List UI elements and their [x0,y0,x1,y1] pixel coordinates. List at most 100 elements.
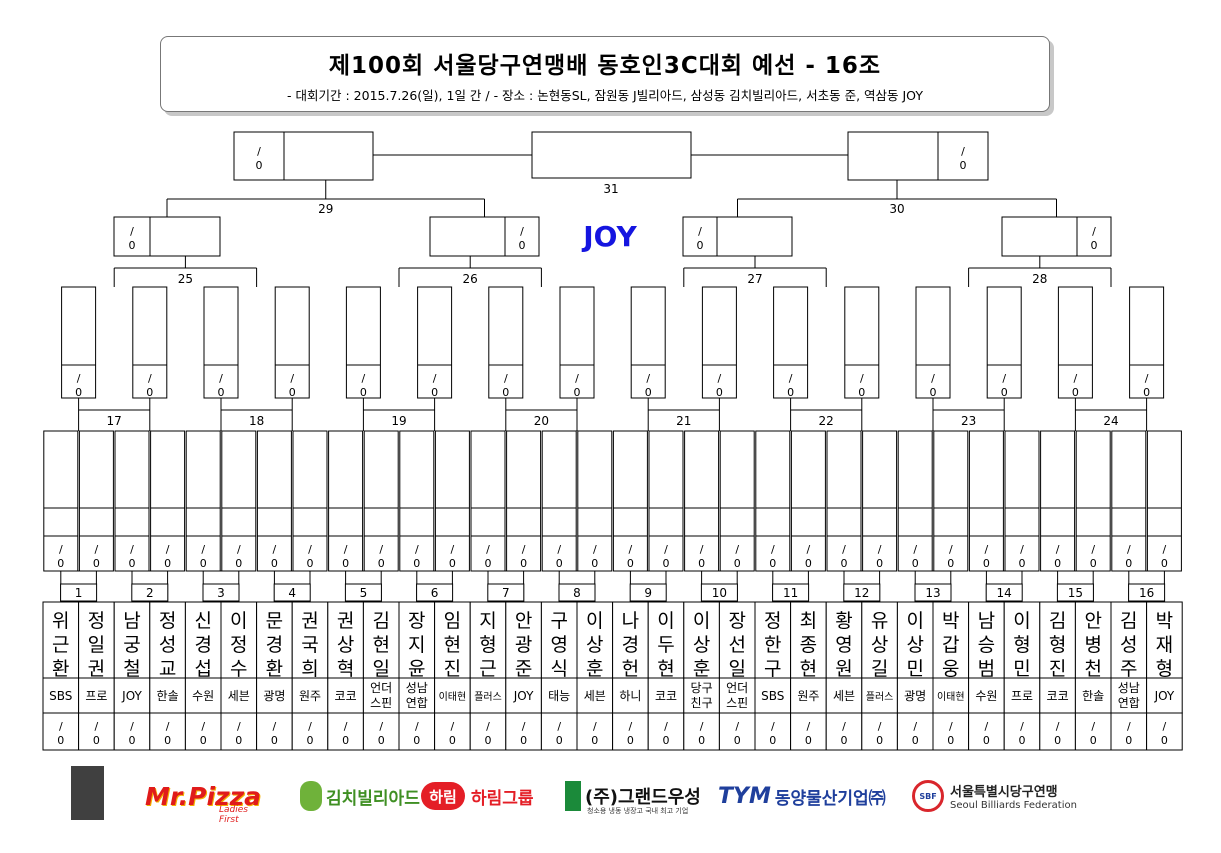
grand-woosung-icon [565,781,581,811]
player-score: 0 [413,734,420,747]
player-score-cell [78,712,115,751]
round1-score: / [735,543,739,556]
player-name: 진 [1049,658,1066,680]
tym-logo-icon: TYM [718,783,771,809]
match-number: 24 [1103,414,1118,428]
match-number-box [985,583,1023,602]
player-name-cell [149,601,186,679]
round2-score: 0 [1143,386,1150,399]
player-club: 이태현 [439,691,467,703]
match-number: 27 [747,272,762,286]
round1-score: 0 [57,557,64,570]
player-name: 천 [1084,658,1101,680]
player-score: 0 [449,734,456,747]
player-name-cell [576,601,614,679]
player-score: 0 [769,734,776,747]
match-number: 7 [502,586,510,600]
player-name: 이 [693,610,710,632]
round2-score: / [219,372,223,385]
venue-mark: JOY [583,220,637,253]
round1-score: / [415,543,419,556]
player-name-cell [896,601,934,679]
player-club: 연합 [406,696,428,710]
harim-logo-icon: 하림 [421,782,465,810]
player-score-cell [398,712,436,751]
player-name: 구 [550,610,567,632]
player-score-cell [434,712,471,751]
match-number-box [487,583,525,602]
player-club-cell [718,677,756,714]
match-number-box [843,583,881,602]
player-club-cell [1074,677,1112,714]
player-score-cell [540,712,578,751]
player-name: 근 [52,634,69,656]
player-club-cell [256,677,293,714]
round2-score: 0 [75,386,82,399]
player-score-cell [1146,712,1183,751]
match-number: 17 [107,414,122,428]
round2-score: / [789,372,793,385]
harim-logo-text: 하림그룹 [471,788,534,809]
mr-pizza-logo-text: Mr.Pizza [145,781,262,811]
player-score: / [664,720,668,733]
player-name: 헌 [622,658,639,680]
player-score: / [878,720,882,733]
player-name: 윤 [408,658,425,680]
player-name: 갑 [942,634,959,656]
player-score-cell [42,712,80,751]
player-score: / [201,720,205,733]
player-name: 최 [800,610,817,632]
player-score: / [130,720,134,733]
player-name: 민 [906,658,923,680]
sbf-name: 서울특별시당구연맹 [950,785,1058,800]
match-number-box [558,583,596,602]
player-name: 승 [978,634,995,656]
player-name-cell [1110,601,1148,679]
round2-score: / [718,372,722,385]
round2-slot [1129,286,1165,399]
round2-slot [844,286,880,399]
round3-slot [1001,216,1112,257]
kimchi-logo-text: 김치빌리아드 [326,788,420,809]
player-club: 스핀 [370,696,392,710]
player-club: JOY [1154,689,1175,703]
round2-score: / [1002,372,1006,385]
player-score: / [629,720,633,733]
round1-score: / [130,543,134,556]
player-score: 0 [1161,734,1168,747]
player-score: 0 [1125,734,1132,747]
player-name: 희 [301,658,318,680]
match-number-box [1056,583,1094,602]
title-card: 제100회 서울당구연맹배 동호인3C대회 예선 - 16조 - 대회기간 : … [160,36,1050,112]
match-number: 28 [1032,272,1047,286]
match-number: 23 [961,414,976,428]
player-name-cell [113,601,151,679]
round1-slot [292,430,328,572]
round1-score: 0 [485,557,492,570]
round1-score: 0 [164,557,171,570]
player-name: 안 [1084,610,1101,632]
round3-score: / [520,225,524,238]
round1-score: / [522,543,526,556]
round3-score: 0 [129,239,136,252]
player-name: 현 [800,658,817,680]
match-number-box [131,583,169,602]
player-name: 상 [337,634,354,656]
player-name-cell [469,601,507,679]
round1-slot [612,430,648,572]
player-club-cell [825,677,863,714]
player-score: / [557,720,561,733]
player-score: / [522,720,526,733]
player-score: 0 [591,734,598,747]
player-score-cell [576,712,614,751]
player-score: 0 [912,734,919,747]
round1-score: 0 [805,557,812,570]
round3-slot [113,216,221,257]
player-club: 친구 [691,696,713,710]
round1-slot [1111,430,1147,572]
round2-slot [1057,286,1093,399]
player-name: 이 [906,610,923,632]
player-score-cell [790,712,827,751]
semifinal-slot [233,131,374,181]
round2-score: / [1074,372,1078,385]
